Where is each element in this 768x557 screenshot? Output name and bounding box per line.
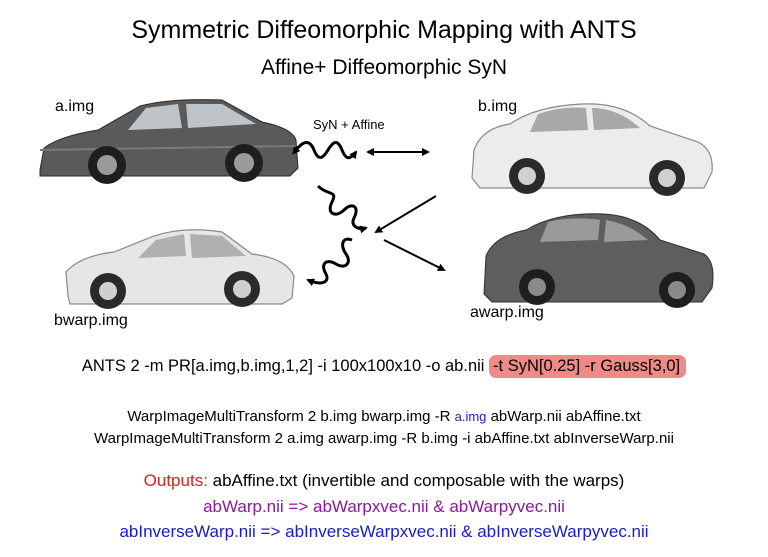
squiggle-arrow-to-bwarp-icon	[306, 237, 353, 287]
page-subtitle: Affine+ Diffeomorphic SyN	[260, 56, 508, 79]
label-bwarp-img: bwarp.img	[54, 312, 128, 329]
page-title: Symmetric Diffeomorphic Mapping with ANT…	[131, 16, 637, 44]
warp-command-2: WarpImageMultiTransform 2 a.img awarp.im…	[94, 430, 674, 447]
warped-beetle-car-icon	[483, 213, 714, 308]
outputs-line-2: abWarp.nii => abWarpxvec.nii & abWarpyve…	[203, 497, 565, 516]
arrow-center-to-awarp-icon	[383, 239, 446, 271]
warp-command-1: WarpImageMultiTransform 2 b.img bwarp.im…	[0, 408, 768, 425]
label-a-img: a.img	[55, 98, 95, 115]
label-awarp-img: awarp.img	[470, 304, 544, 321]
ants-command-highlight: -t SyN[0.25] -r Gauss[3,0]	[489, 355, 687, 378]
arrow-b-to-center-icon	[374, 195, 437, 234]
ants-command-prefix: ANTS 2 -m PR[a.img,b.img,1,2] -i 100x100…	[81, 357, 490, 375]
outputs-label: Outputs:	[143, 471, 208, 490]
warp-command-1-ref: a.img	[454, 409, 487, 424]
label-b-img: b.img	[478, 98, 518, 115]
outputs-line-3: abInverseWarp.nii => abInverseWarpxvec.n…	[119, 522, 649, 541]
squiggle-arrow-to-center-icon	[316, 184, 368, 234]
warp-command-1-after: abWarp.nii abAffine.txt	[486, 408, 641, 425]
beetle-car-icon	[471, 103, 713, 196]
warp-command-1-before: WarpImageMultiTransform 2 b.img bwarp.im…	[127, 408, 455, 425]
sedan-car-icon	[39, 99, 299, 184]
outputs-line-1: Outputs: abAffine.txt (invertible and co…	[0, 471, 768, 491]
warped-sedan-car-icon	[65, 229, 295, 309]
syn-squiggle-arrow-icon	[292, 141, 358, 160]
label-syn-affine: SyN + Affine	[313, 117, 385, 132]
ants-command-line: ANTS 2 -m PR[a.img,b.img,1,2] -i 100x100…	[0, 355, 768, 378]
outputs-affine: abAffine.txt (invertible and composable …	[207, 471, 625, 490]
